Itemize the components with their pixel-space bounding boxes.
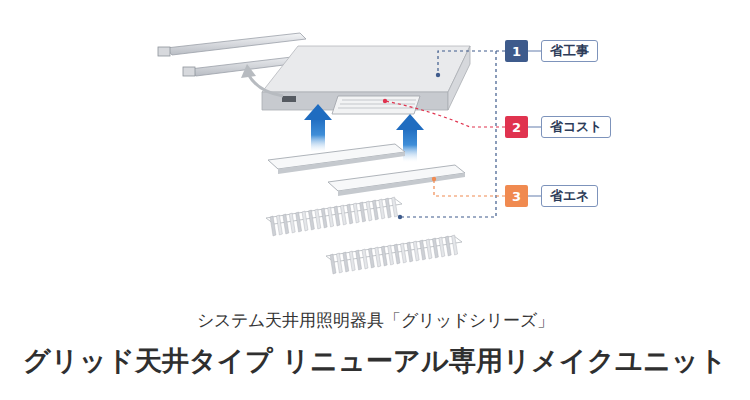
subtitle: システム天井用照明器具「グリッドシリーズ」 xyxy=(0,309,750,332)
leader-line xyxy=(385,51,505,217)
callout-number: 1 xyxy=(505,40,528,62)
feature-tag: 省エネ xyxy=(541,185,598,207)
ceiling-unit xyxy=(262,46,470,114)
louver-grid xyxy=(266,197,462,274)
led-panel xyxy=(268,144,465,196)
connector xyxy=(528,195,541,196)
callout-number: 2 xyxy=(505,116,528,138)
title: グリッド天井タイプ リニューアル専用リメイクユニット xyxy=(0,343,750,379)
feature-tag: 省コスト xyxy=(541,116,611,138)
node-text: 省エネ xyxy=(550,187,589,205)
node-text: 1 xyxy=(512,44,521,59)
connector xyxy=(528,126,541,127)
connector xyxy=(528,50,541,51)
node-text: 3 xyxy=(512,189,521,204)
feature-tag: 省工事 xyxy=(541,40,598,62)
callout-number: 3 xyxy=(505,185,528,207)
node-text: 省工事 xyxy=(550,42,589,60)
node-text: 省コスト xyxy=(550,118,602,136)
node-text: 2 xyxy=(512,120,521,135)
removal-arrow xyxy=(248,74,283,96)
